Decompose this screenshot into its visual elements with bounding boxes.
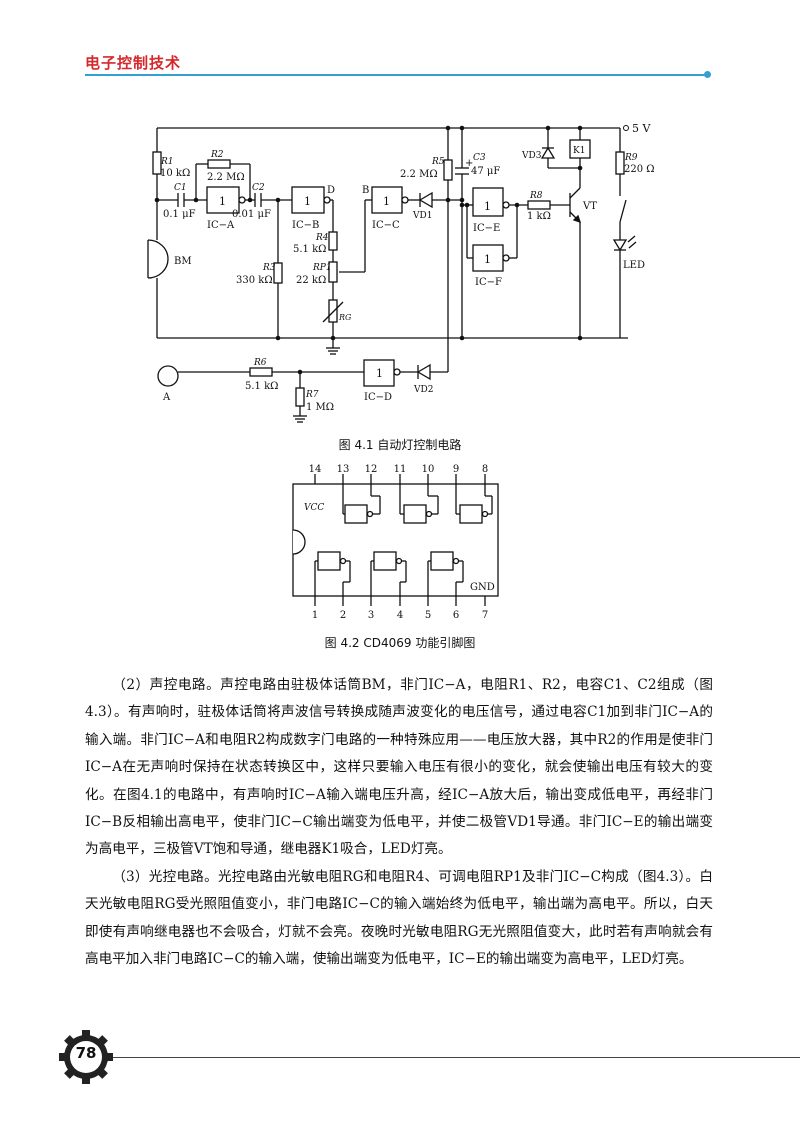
r3-label: R3 <box>262 263 276 273</box>
c2-label: C2 <box>252 183 265 193</box>
pin-1-label: 1 <box>312 610 318 621</box>
icc-label: IC−C <box>372 220 400 231</box>
r6-value: 5.1 kΩ <box>245 381 278 392</box>
r1-label: R1 <box>160 157 174 167</box>
c3-label: C3 <box>473 153 486 163</box>
icf-label: IC−F <box>475 277 502 288</box>
r9-label: R9 <box>624 153 638 163</box>
c1-label: C1 <box>174 183 187 193</box>
icc-gate-label: 1 <box>383 195 390 208</box>
supply-label: 5 V <box>632 122 651 135</box>
icf-gate-label: 1 <box>484 253 491 266</box>
rg-label: RG <box>338 313 352 322</box>
icd-gate-label: 1 <box>376 367 383 380</box>
figure-4-2-caption: 图 4.2 CD4069 功能引脚图 <box>324 636 476 650</box>
pin-14-label: 14 <box>309 464 322 475</box>
pin-12-label: 12 <box>365 464 378 475</box>
r4-label: R4 <box>315 233 329 243</box>
pin-5-label: 5 <box>425 610 431 621</box>
rp1-value: 22 kΩ <box>296 275 326 286</box>
pin-6-label: 6 <box>453 610 459 621</box>
footer-rule <box>112 1057 800 1058</box>
pin-9-label: 9 <box>453 464 459 475</box>
r3-value: 330 kΩ <box>236 275 273 286</box>
r2-value: 2.2 MΩ <box>207 172 245 183</box>
k1-label: K1 <box>573 146 585 156</box>
node-b-label: B <box>362 185 369 196</box>
vt-label: VT <box>582 201 597 212</box>
node-a-label: A <box>162 392 171 403</box>
r1-value: 10 kΩ <box>160 168 190 179</box>
paragraph-light-control: （3）光控电路。光控电路由光敏电阻RG和电阻R4、可调电阻RP1及非门IC−C构… <box>85 868 713 968</box>
r4-value: 5.1 kΩ <box>293 244 326 255</box>
c3-value: 47 μF <box>471 166 500 177</box>
rp1-label: RP1 <box>312 263 332 273</box>
gnd-label: GND <box>470 582 495 593</box>
pin-3-label: 3 <box>368 610 374 621</box>
node-d-label: D <box>327 185 335 196</box>
vd1-label: VD1 <box>412 211 432 221</box>
c3-plus-sign: + <box>465 158 473 169</box>
header-rule <box>85 74 710 76</box>
r7-value: 1 MΩ <box>306 402 334 413</box>
running-header-title: 电子控制技术 <box>85 54 182 72</box>
r8-label: R8 <box>529 191 543 201</box>
icd-label: IC−D <box>364 392 392 403</box>
r5-label: R5 <box>431 157 445 167</box>
pin-13-label: 13 <box>337 464 350 475</box>
ice-label: IC−E <box>473 223 500 234</box>
gear-icon <box>59 1030 113 1084</box>
pin-10-label: 10 <box>422 464 435 475</box>
vd2-label: VD2 <box>413 385 433 395</box>
c1-value: 0.1 μF <box>163 209 196 220</box>
r8-value: 1 kΩ <box>527 211 551 222</box>
pin-7-label: 7 <box>482 610 488 621</box>
figure-4-1-caption: 图 4.1 自动灯控制电路 <box>338 438 462 452</box>
paragraph-sound-control: （2）声控电路。声控电路由驻极体话筒BM，非门IC−A，电阻R1、R2，电容C1… <box>85 677 713 858</box>
header-rule-dot <box>704 71 711 78</box>
page-number: 78 <box>75 1044 97 1062</box>
body-text: （2）声控电路。声控电路由驻极体话筒BM，非门IC−A，电阻R1、R2，电容C1… <box>85 672 713 973</box>
r5-value: 2.2 MΩ <box>400 169 438 180</box>
ica-gate-label: 1 <box>219 195 226 208</box>
icb-gate-label: 1 <box>304 195 311 208</box>
icb-label: IC−B <box>292 220 319 231</box>
pin-8-label: 8 <box>482 464 488 475</box>
r6-label: R6 <box>253 358 267 368</box>
circuit-diagram: 5 V R1 10 kΩ R2 2.2 MΩ C1 0.1 μF C2 0.01… <box>147 122 655 423</box>
ice-gate-label: 1 <box>484 200 491 213</box>
r2-label: R2 <box>210 150 224 160</box>
pin-11-label: 11 <box>394 464 407 475</box>
cd4069-pinout-diagram: 14 13 12 11 10 9 8 1 2 3 4 5 6 7 VCC GND <box>292 464 499 621</box>
c2-value: 0.01 μF <box>232 209 271 220</box>
pin-4-label: 4 <box>397 610 403 621</box>
pin-2-label: 2 <box>340 610 346 621</box>
led-label: LED <box>623 260 645 271</box>
r9-value: 220 Ω <box>624 164 655 175</box>
vd3-label: VD3 <box>521 151 542 161</box>
r7-label: R7 <box>305 390 319 400</box>
bm-label: BM <box>174 256 192 267</box>
vcc-label: VCC <box>304 503 324 513</box>
ica-label: IC−A <box>207 220 235 231</box>
